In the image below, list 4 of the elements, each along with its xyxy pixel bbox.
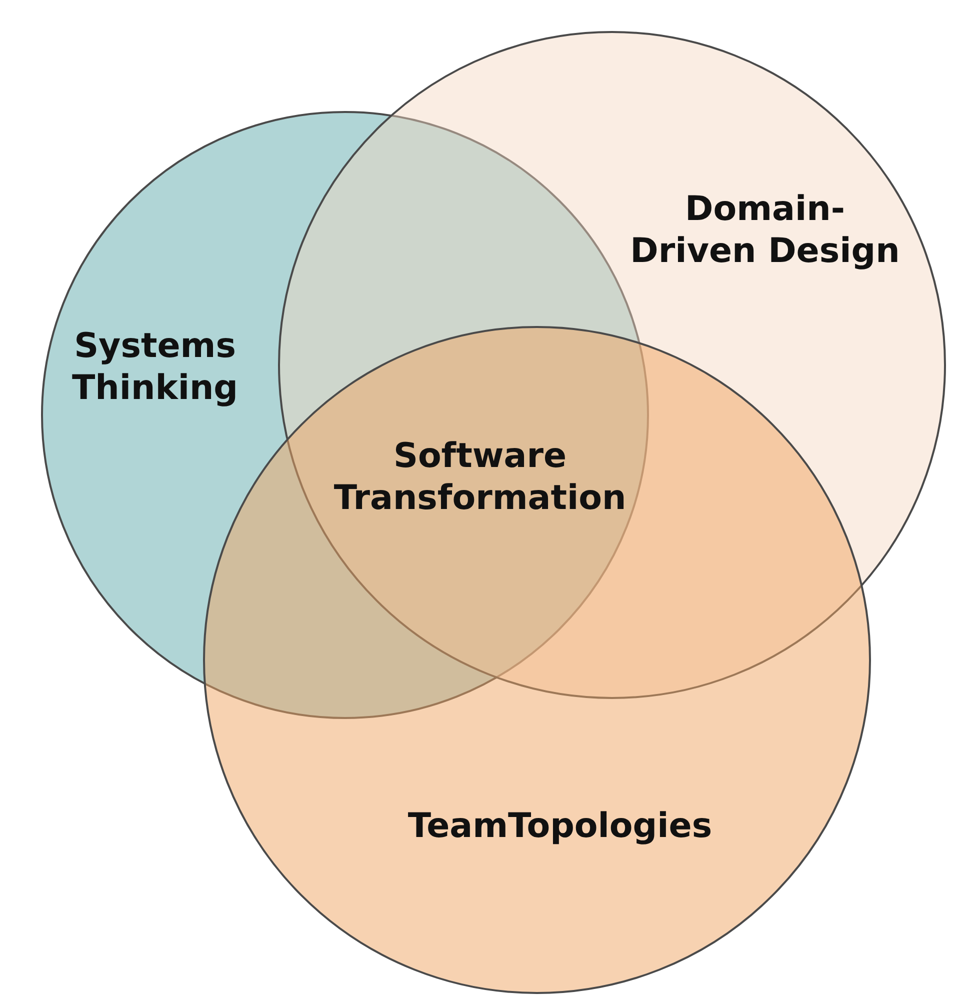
overlap-label: Software Transformation: [332, 435, 628, 519]
circle-label: Systems Thinking: [70, 325, 240, 409]
circle-label: TeamTopologies: [406, 805, 714, 847]
circle-label: Domain-Driven Design: [629, 188, 901, 272]
